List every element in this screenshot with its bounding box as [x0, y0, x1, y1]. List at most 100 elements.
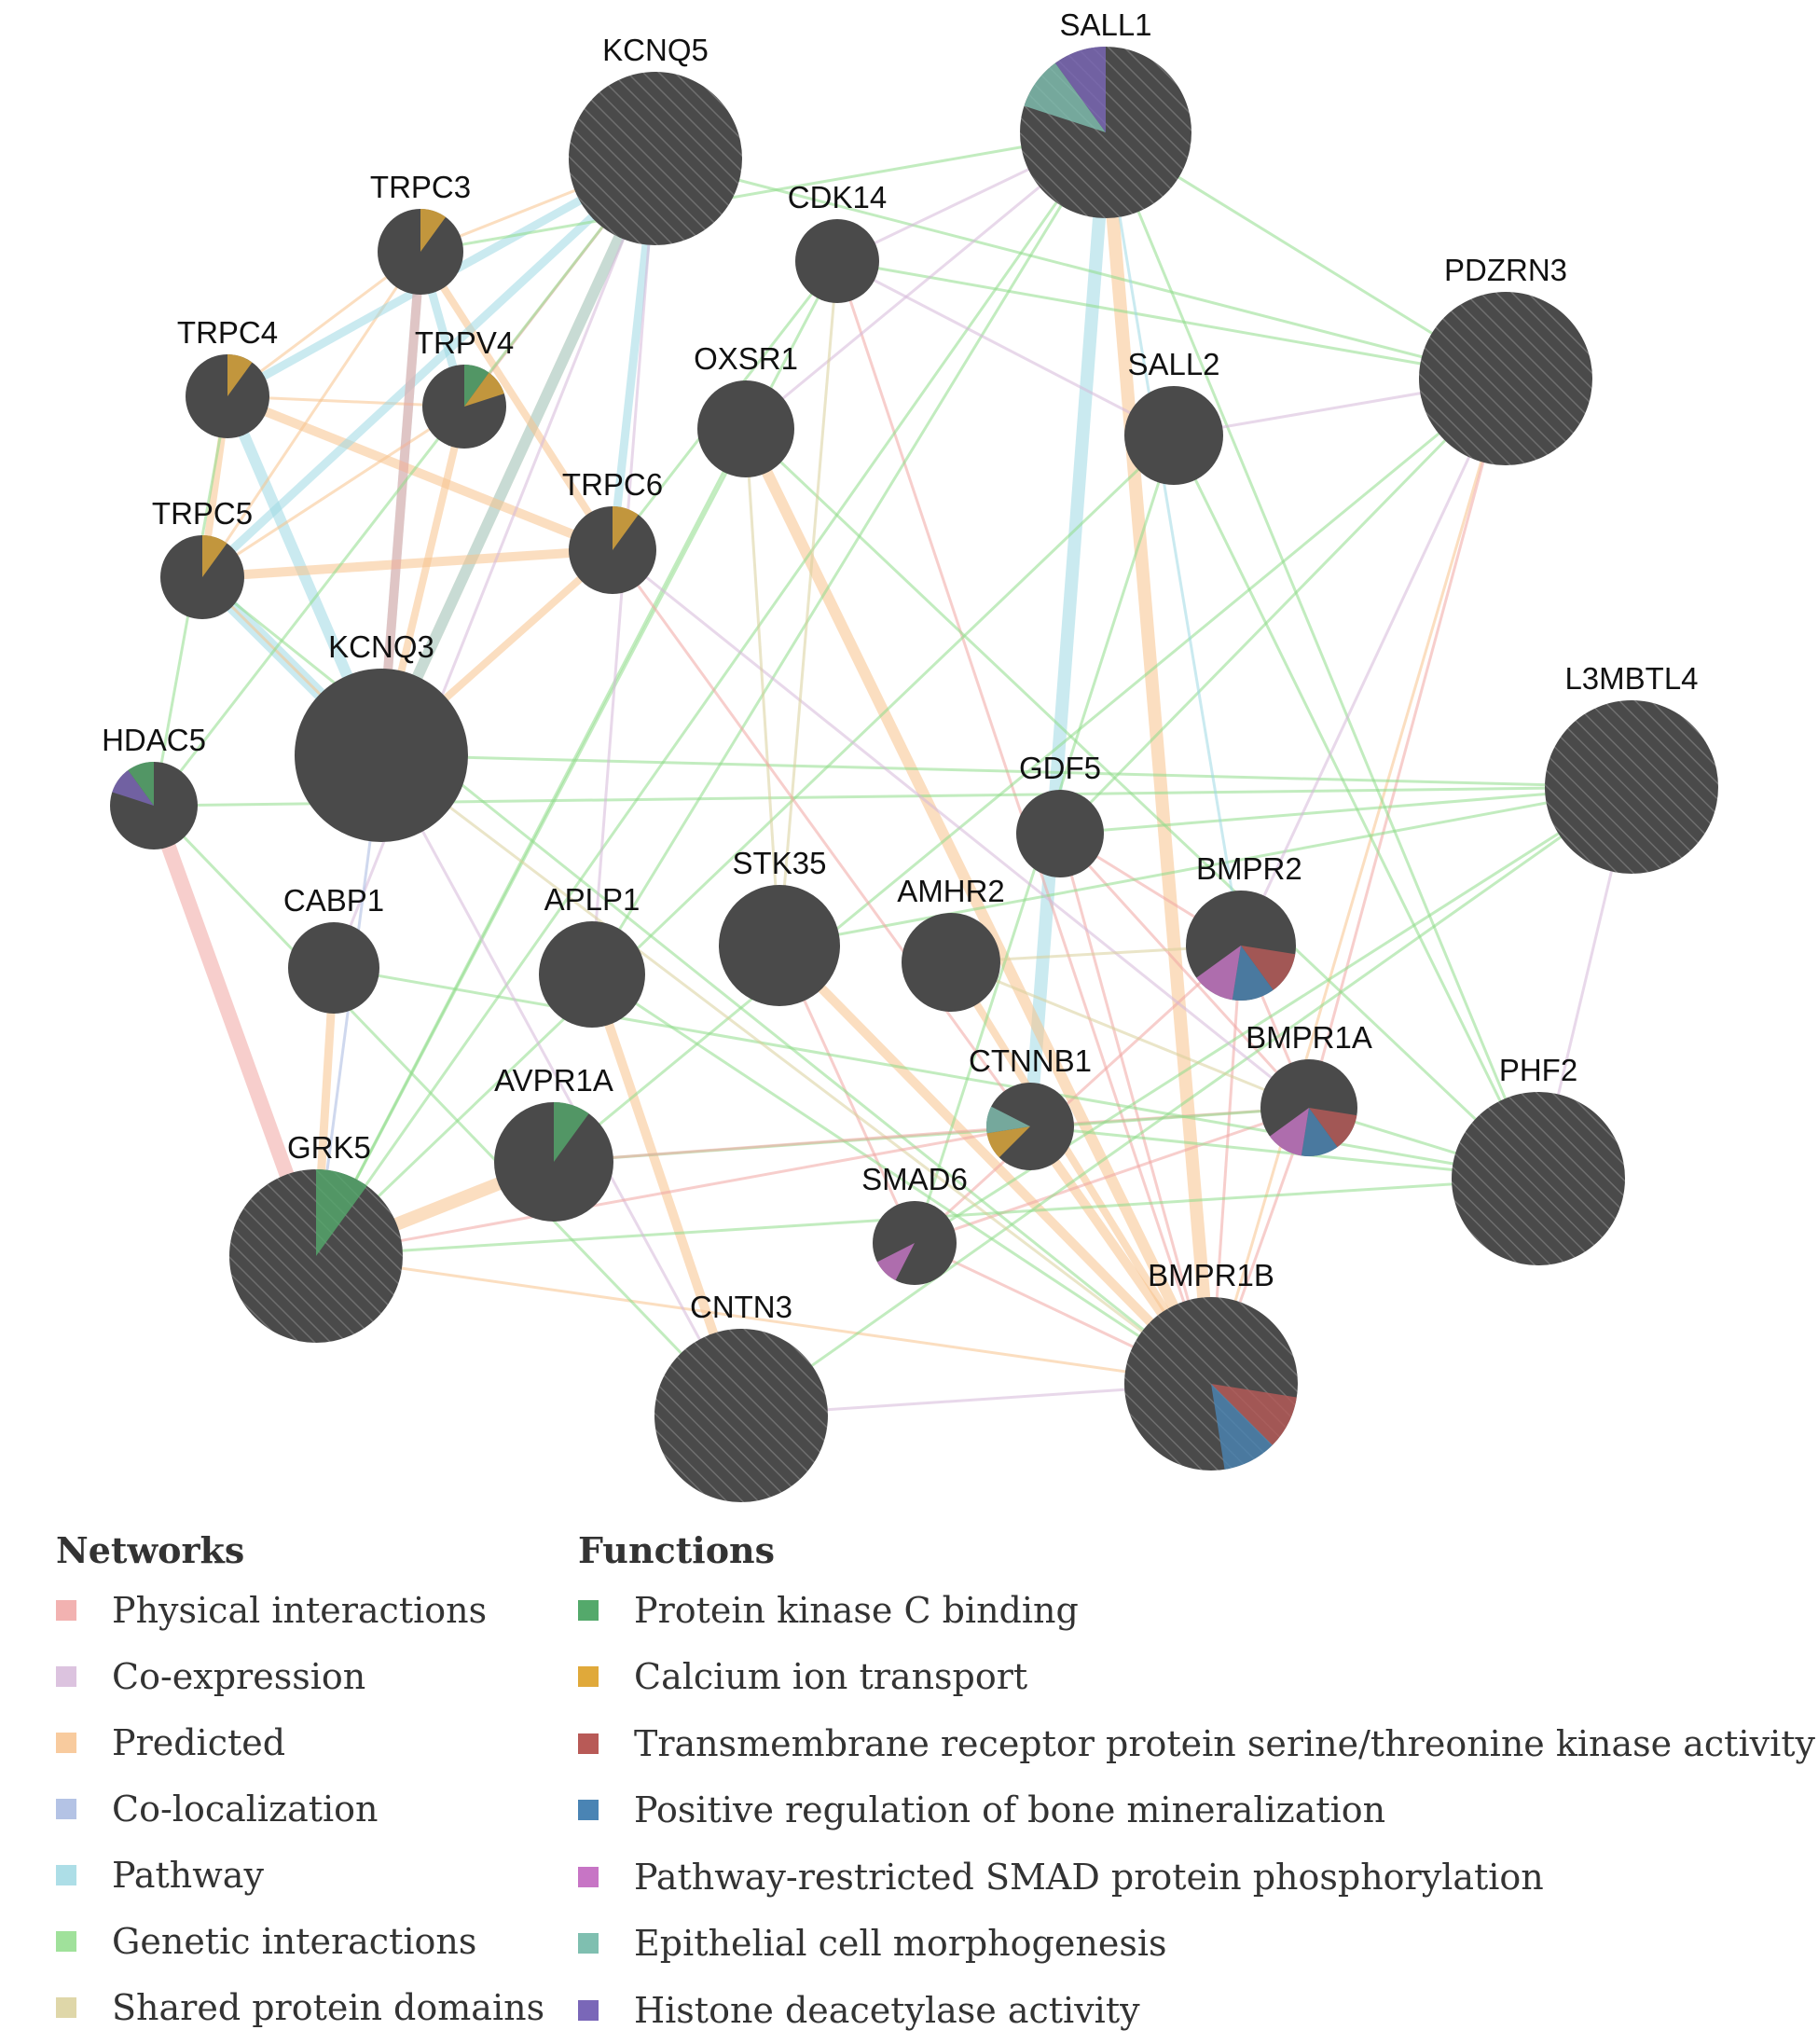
node-phf2[interactable]: PHF2: [1452, 1053, 1625, 1265]
edge-trpc6-ctnnb1-physical-interactions: [611, 549, 1032, 1127]
node-hdac5[interactable]: HDAC5: [102, 723, 206, 849]
legend-label: Pathway-restricted SMAD protein phosphor…: [634, 1856, 1544, 1898]
legend-swatch: [578, 1599, 599, 1621]
node-bmpr1b[interactable]: BMPR1B: [1124, 1258, 1298, 1471]
functions-legend-item-transmembrane-receptor-protein-serine-threonine-kinase-activity: Transmembrane receptor protein serine/th…: [578, 1710, 1815, 1777]
edge-oxsr1-phf2-genetic-interactions: [744, 427, 1540, 1181]
function-slice-epithelial-cell-morphogenesis: [986, 1106, 1030, 1134]
function-slice-calcium-ion-transport: [227, 354, 253, 396]
function-slice-calcium-ion-transport: [420, 209, 447, 252]
function-slice-protein-kinase-c-binding: [464, 365, 489, 407]
node-kcnq3[interactable]: KCNQ3: [295, 629, 468, 842]
edge-sall2-grk5-genetic-interactions: [314, 434, 1176, 1258]
node-pdzrn3[interactable]: PDZRN3: [1419, 253, 1592, 465]
edge-sall1-trpc3-genetic-interactions: [420, 131, 1107, 254]
edge-pdzrn3-bmpr1a-physical-interactions: [1307, 378, 1508, 1109]
node-trpv4[interactable]: TRPV4: [415, 325, 514, 449]
legend-swatch: [578, 1999, 599, 2021]
node-avpr1a[interactable]: AVPR1A: [494, 1063, 613, 1222]
node-cntn3[interactable]: CNTN3: [654, 1290, 828, 1502]
node-label: CABP1: [283, 883, 384, 918]
edge-sall1-phf2-genetic-interactions: [1104, 131, 1540, 1180]
node-sall2[interactable]: SALL2: [1124, 347, 1223, 485]
node-label: AVPR1A: [494, 1063, 613, 1098]
node-aplp1[interactable]: APLP1: [539, 882, 645, 1028]
node-kcnq5[interactable]: KCNQ5: [569, 33, 742, 245]
function-slice-transmembrane-receptor-protein-serine-threonine-kinase-activity: [1309, 1108, 1357, 1148]
legend-label: Transmembrane receptor protein serine/th…: [634, 1722, 1815, 1764]
networks-legend-item-genetic-interactions: Genetic interactions: [56, 1908, 544, 1974]
node-grk5[interactable]: GRK5: [229, 1130, 403, 1343]
node-ctnnb1[interactable]: CTNNB1: [969, 1043, 1092, 1170]
node-trpc4[interactable]: TRPC4: [177, 315, 278, 438]
edge-stk35-oxsr1-shared-protein-domains: [744, 428, 781, 946]
function-slice-protein-kinase-c-binding: [128, 762, 154, 806]
legend-label: Genetic interactions: [112, 1920, 477, 1962]
edge-trpv4-trpc5-predicted: [201, 405, 465, 579]
node-trpc3[interactable]: TRPC3: [370, 170, 471, 295]
functions-legend-item-pathway-restricted-smad-protein-phosphorylation: Pathway-restricted SMAD protein phosphor…: [578, 1844, 1815, 1911]
function-slice-calcium-ion-transport: [464, 372, 504, 407]
node-sall1[interactable]: SALL1: [1020, 7, 1191, 218]
function-slice-transmembrane-receptor-protein-serine-threonine-kinase-activity: [1241, 946, 1296, 990]
legend-label: Physical interactions: [112, 1589, 488, 1631]
legend-swatch: [56, 1798, 76, 1819]
node-cdk14[interactable]: CDK14: [788, 180, 887, 303]
node-bmpr1a[interactable]: BMPR1A: [1246, 1020, 1372, 1156]
edge-oxsr1-bmpr1b-predicted: [740, 426, 1217, 1387]
networks-legend-item-predicted: Predicted: [56, 1709, 544, 1775]
node-label: L3MBTL4: [1564, 661, 1698, 696]
node-amhr2[interactable]: AMHR2: [897, 874, 1005, 1012]
functions-legend-title: Functions: [578, 1529, 776, 1571]
node-circle: [902, 913, 1000, 1012]
legend-label: Histone deacetylase activity: [634, 1989, 1140, 2031]
node-label: STK35: [733, 846, 827, 880]
edge-smad6-bmpr1a-physical-interactions: [914, 1106, 1310, 1245]
node-circle: [288, 922, 379, 1014]
legend-swatch: [56, 1599, 76, 1621]
node-trpc5[interactable]: TRPC5: [152, 496, 253, 619]
node-circle: [539, 921, 645, 1028]
node-circle: [569, 72, 742, 245]
functions-legend-item-positive-regulation-of-bone-mineralization: Positive regulation of bone mineralizati…: [578, 1777, 1815, 1844]
node-label: GDF5: [1019, 751, 1101, 785]
networks-legend-item-physical-interactions: Physical interactions: [56, 1577, 544, 1643]
legend-label: Epithelial cell morphogenesis: [634, 1923, 1167, 1965]
edge-trpc3-trpc6-predicted: [417, 249, 616, 553]
legend-label: Shared protein domains: [112, 1986, 545, 2028]
node-label: CNTN3: [690, 1290, 792, 1324]
networks-legend-item-pathway: Pathway: [56, 1842, 544, 1908]
node-smad6[interactable]: SMAD6: [861, 1162, 968, 1285]
edge-sall1-ctnnb1-pathway: [1024, 131, 1112, 1127]
legend-label: Protein kinase C binding: [634, 1589, 1079, 1631]
node-label: BMPR2: [1196, 851, 1302, 886]
networks-legend-item-shared-protein-domains: Shared protein domains: [56, 1974, 544, 2040]
edge-hdac5-kcnq5-genetic-interactions: [152, 158, 657, 807]
node-trpc6[interactable]: TRPC6: [562, 467, 663, 594]
node-label: KCNQ5: [602, 33, 709, 67]
node-l3mbtl4[interactable]: L3MBTL4: [1545, 661, 1718, 874]
node-oxsr1[interactable]: OXSR1: [694, 341, 798, 477]
function-slice-epithelial-cell-morphogenesis: [1024, 62, 1106, 132]
node-cabp1[interactable]: CABP1: [283, 883, 384, 1014]
legend-swatch: [56, 1930, 76, 1952]
node-bmpr2[interactable]: BMPR2: [1186, 851, 1302, 1001]
legend-swatch: [56, 1732, 76, 1753]
function-slice-histone-deacetylase-activity: [1054, 47, 1106, 132]
legend-label: Pathway: [112, 1854, 264, 1896]
node-label: KCNQ3: [328, 629, 434, 664]
edge-sall1-aplp1-genetic-interactions: [590, 131, 1108, 975]
edge-kcnq5-trpc5-pathway: [199, 155, 659, 581]
edge-avpr1a-ctnnb1-physical-interactions: [553, 1125, 1031, 1164]
node-gdf5[interactable]: GDF5: [1016, 751, 1104, 877]
edge-kcnq5-pdzrn3-genetic-interactions: [654, 157, 1507, 380]
legend-swatch: [578, 1800, 599, 1821]
node-stk35[interactable]: STK35: [719, 846, 840, 1006]
legend-swatch: [56, 1665, 76, 1687]
node-circle: [1452, 1092, 1625, 1265]
node-label: HDAC5: [102, 723, 206, 757]
function-slice-calcium-ion-transport: [202, 535, 227, 577]
